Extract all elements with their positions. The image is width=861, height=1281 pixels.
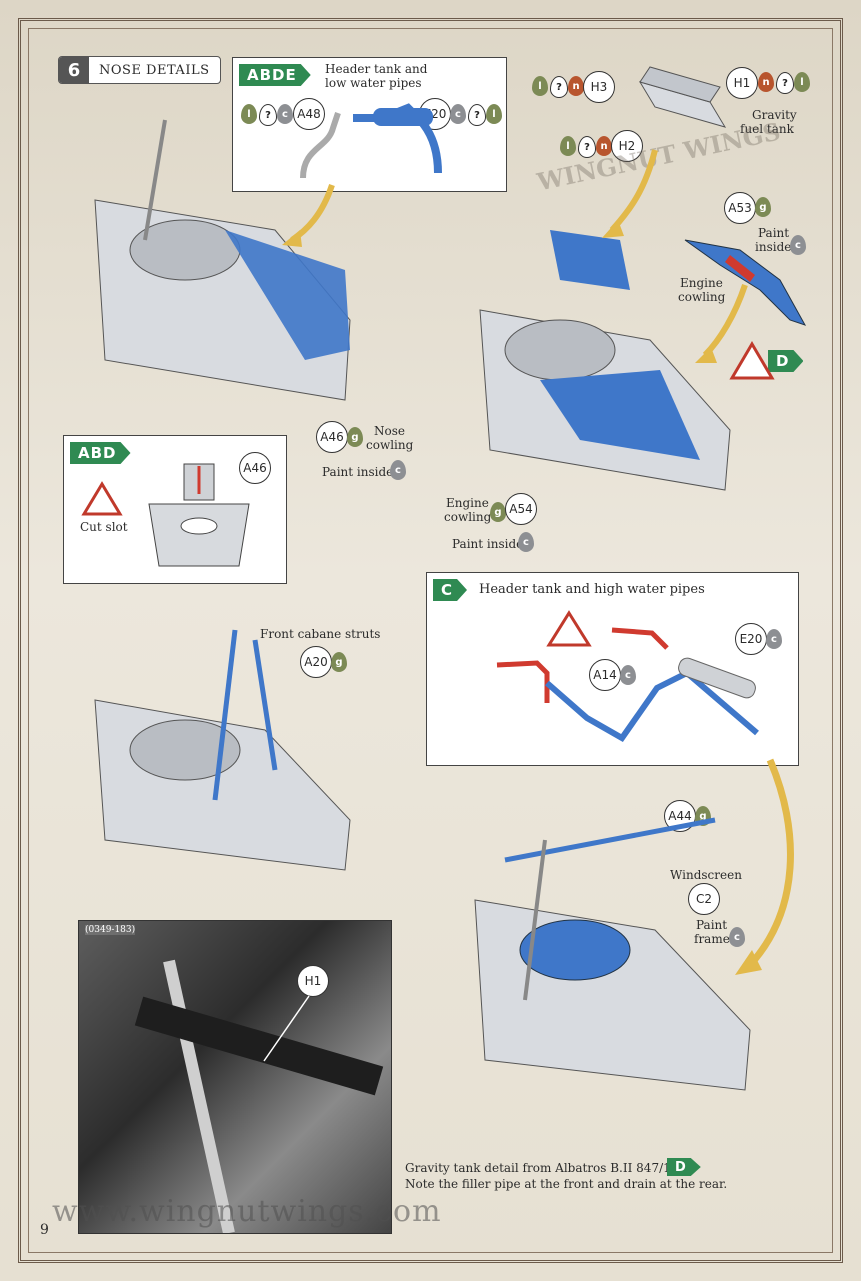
- box-header-tank-high: C Header tank and high water pipes A14 c…: [426, 572, 799, 766]
- box-c-title: Header tank and high water pipes: [479, 582, 705, 597]
- nose-cowling-paint: Paint inside: [322, 465, 394, 479]
- nose-assembly-drawing-1: [94, 119, 351, 401]
- reference-photo: (0349-183) H1: [78, 920, 392, 1234]
- windscreen-label: Windscreen: [670, 868, 742, 882]
- paint-l-icon: l: [560, 136, 576, 156]
- photo-caption-2: Note the filler pipe at the front and dr…: [405, 1177, 728, 1191]
- version-tag-c: C: [433, 579, 467, 601]
- paint-unknown-icon: ?: [259, 104, 277, 126]
- step-title: NOSE DETAILS: [99, 62, 210, 78]
- part-h1: H1: [726, 67, 758, 99]
- paint-l-icon: l: [486, 104, 502, 124]
- part-a48: A48: [293, 98, 325, 130]
- part-a53: A53: [724, 192, 756, 224]
- cut-slot-warning-icon: [81, 481, 123, 516]
- paint-g-icon: g: [347, 427, 363, 447]
- cabane-struts-label: Front cabane struts: [260, 627, 381, 641]
- paint-l-icon: l: [794, 72, 810, 92]
- version-tag-abde: ABDE: [239, 64, 311, 86]
- paint-c-icon: c: [620, 665, 636, 685]
- part-h1-photo: H1: [297, 965, 329, 997]
- step-badge: 6 NOSE DETAILS: [58, 56, 221, 84]
- paint-unknown-icon: ?: [468, 104, 486, 126]
- version-tag-d: D: [768, 350, 803, 372]
- paint-c-icon: c: [518, 532, 534, 552]
- paint-n-icon: n: [758, 72, 774, 92]
- paint-l-icon: l: [532, 76, 548, 96]
- part-a46: A46: [316, 421, 348, 453]
- nose-assembly-drawing-3: [94, 629, 351, 871]
- cut-warning-icon: [729, 341, 775, 380]
- step-number: 6: [59, 57, 89, 83]
- photo-reference-number: (0349-183): [85, 925, 136, 935]
- box-cut-slot: ABD A46 Cut slot: [63, 435, 287, 584]
- paint-unknown-icon: ?: [776, 72, 794, 94]
- paint-c-icon: c: [790, 235, 806, 255]
- part-c2: C2: [688, 883, 720, 915]
- high-water-pipes-drawing: [496, 610, 759, 742]
- box-abde-title-2: low water pipes: [325, 76, 422, 90]
- arrow-icon: [695, 284, 748, 363]
- page-number: 9: [40, 1222, 49, 1238]
- arrow-icon: [282, 184, 335, 247]
- photo-struts-drawing: [134, 959, 384, 1233]
- nose-cowling-label-1: Nose: [374, 424, 405, 438]
- cowling-side-paint: Paint inside: [452, 537, 524, 551]
- site-watermark: www.wingnutwings.com: [52, 1194, 442, 1229]
- nose-cowling-detail-drawing: [148, 463, 250, 567]
- page-frame-outer: [18, 18, 843, 1263]
- box-header-tank-low: ABDE Header tank and low water pipes l ?…: [232, 57, 507, 192]
- cowling-side-label-2: cowling: [444, 510, 492, 524]
- paint-unknown-icon: ?: [578, 136, 596, 158]
- part-a46-detail: A46: [239, 452, 271, 484]
- gravity-tank-label-2: fuel tank: [740, 122, 794, 136]
- arrow-icon: [735, 758, 794, 975]
- part-a54: A54: [505, 493, 537, 525]
- caption-version-tag-d: D: [667, 1158, 701, 1176]
- engine-cowling-top-drawing: [684, 239, 807, 326]
- paint-c-icon: c: [450, 104, 466, 124]
- part-a20: A20: [300, 646, 332, 678]
- paint-l-icon: l: [241, 104, 257, 124]
- part-e20-high: E20: [735, 623, 767, 655]
- version-tag-abd: ABD: [70, 442, 131, 464]
- paint-g-icon: g: [490, 502, 506, 522]
- paint-c-icon: c: [729, 927, 745, 947]
- cowling-side-label-1: Engine: [446, 496, 489, 510]
- paint-g-icon: g: [331, 652, 347, 672]
- cut-slot-label: Cut slot: [80, 520, 128, 534]
- page-frame-inner: [28, 28, 833, 1253]
- nose-assembly-drawing-4: [474, 817, 751, 1091]
- paint-c-icon: c: [390, 460, 406, 480]
- cowling-top-paint-2: inside: [755, 240, 792, 254]
- windscreen-paint-1: Paint: [696, 918, 728, 932]
- cowling-top-paint-1: Paint: [758, 226, 790, 240]
- paint-c-icon: c: [766, 629, 782, 649]
- cowling-top-label-1: Engine: [680, 276, 723, 290]
- box-abde-title-1: Header tank and: [325, 62, 428, 76]
- paint-n-icon: n: [568, 76, 584, 96]
- paint-n-icon: n: [596, 136, 612, 156]
- paint-g-icon: g: [755, 197, 771, 217]
- nose-cowling-label-2: cowling: [366, 438, 414, 452]
- photo-caption-1: Gravity tank detail from Albatros B.II 8…: [405, 1161, 679, 1175]
- windscreen-paint-2: frame: [694, 932, 730, 946]
- low-water-pipes-drawing: [300, 103, 442, 179]
- part-h3: H3: [583, 71, 615, 103]
- paint-unknown-icon: ?: [550, 76, 568, 98]
- part-h2: H2: [611, 130, 643, 162]
- arrow-icon: [602, 149, 658, 238]
- gravity-tank-drawing: [638, 66, 727, 128]
- gravity-tank-label-1: Gravity: [752, 108, 797, 122]
- nose-assembly-drawing-2: [479, 230, 731, 491]
- cowling-top-label-2: cowling: [678, 290, 726, 304]
- paint-c-icon: c: [277, 104, 293, 124]
